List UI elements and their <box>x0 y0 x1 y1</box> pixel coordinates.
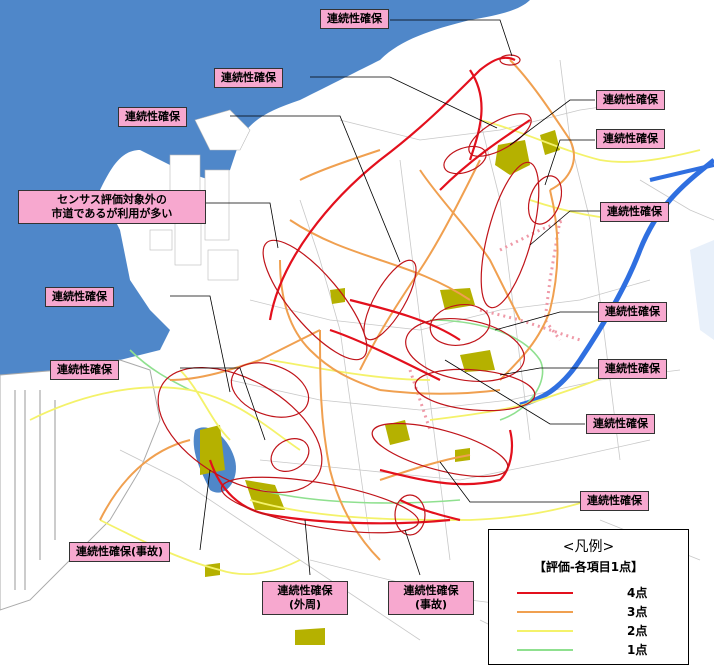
callout-label: 連続性確保 <box>586 414 655 434</box>
legend-label: 1点 <box>627 643 648 657</box>
river <box>519 158 714 408</box>
callout-label-line: 連続性確保 <box>277 584 333 597</box>
callout-label: センサス評価対象外の 市道であるが利用が多い <box>18 190 206 224</box>
callout-label: 連続性確保 (事故) <box>388 581 474 615</box>
callout-label: 連続性確保 <box>50 360 119 380</box>
legend-swatch <box>517 630 573 632</box>
legend-swatch <box>517 592 573 594</box>
legend-entry-2: 2点 <box>511 622 681 640</box>
legend-entry-4: 4点 <box>511 584 681 602</box>
callout-label: 連続性確保 <box>118 107 187 127</box>
callout-label: 連続性確保 <box>598 302 667 322</box>
callout-label: 連続性確保 <box>598 359 667 379</box>
sea-area <box>0 0 530 375</box>
callout-label-line: (事故) <box>414 598 448 611</box>
legend-entry-3: 3点 <box>511 603 681 621</box>
legend-subtitle: 【評価-各項目1点】 <box>533 560 644 574</box>
callout-label-line: センサス評価対象外の <box>57 193 167 206</box>
callout-label: 連続性確保 <box>580 491 649 511</box>
highlight-ellipses <box>157 54 563 536</box>
callout-label-line: 市道であるが利用が多い <box>51 207 173 220</box>
callout-label: 連続性確保 <box>214 68 283 88</box>
legend-swatch <box>517 611 573 613</box>
callout-label-line: (外周) <box>288 598 322 611</box>
leader-lines <box>170 19 600 576</box>
callout-label: 連続性確保 <box>596 90 665 110</box>
callout-label: 連続性確保(事故) <box>69 542 171 562</box>
legend-title: <凡例> <box>562 539 615 555</box>
map-legend: <凡例> 【評価-各項目1点】 4点 3点 2点 1点 <box>488 529 689 665</box>
callout-label: 連続性確保 <box>45 287 114 307</box>
callout-label-line: 連続性確保 <box>403 584 459 597</box>
legend-label: 4点 <box>627 586 648 600</box>
callout-label: 連続性確保 <box>320 9 389 29</box>
callout-label: 連続性確保 <box>596 129 665 149</box>
callout-label: 連続性確保 <box>600 202 669 222</box>
legend-label: 3点 <box>627 605 648 619</box>
legend-label: 2点 <box>627 624 648 638</box>
legend-entry-1: 1点 <box>511 641 681 659</box>
callout-label: 連続性確保 (外周) <box>262 581 348 615</box>
legend-swatch <box>517 649 573 651</box>
